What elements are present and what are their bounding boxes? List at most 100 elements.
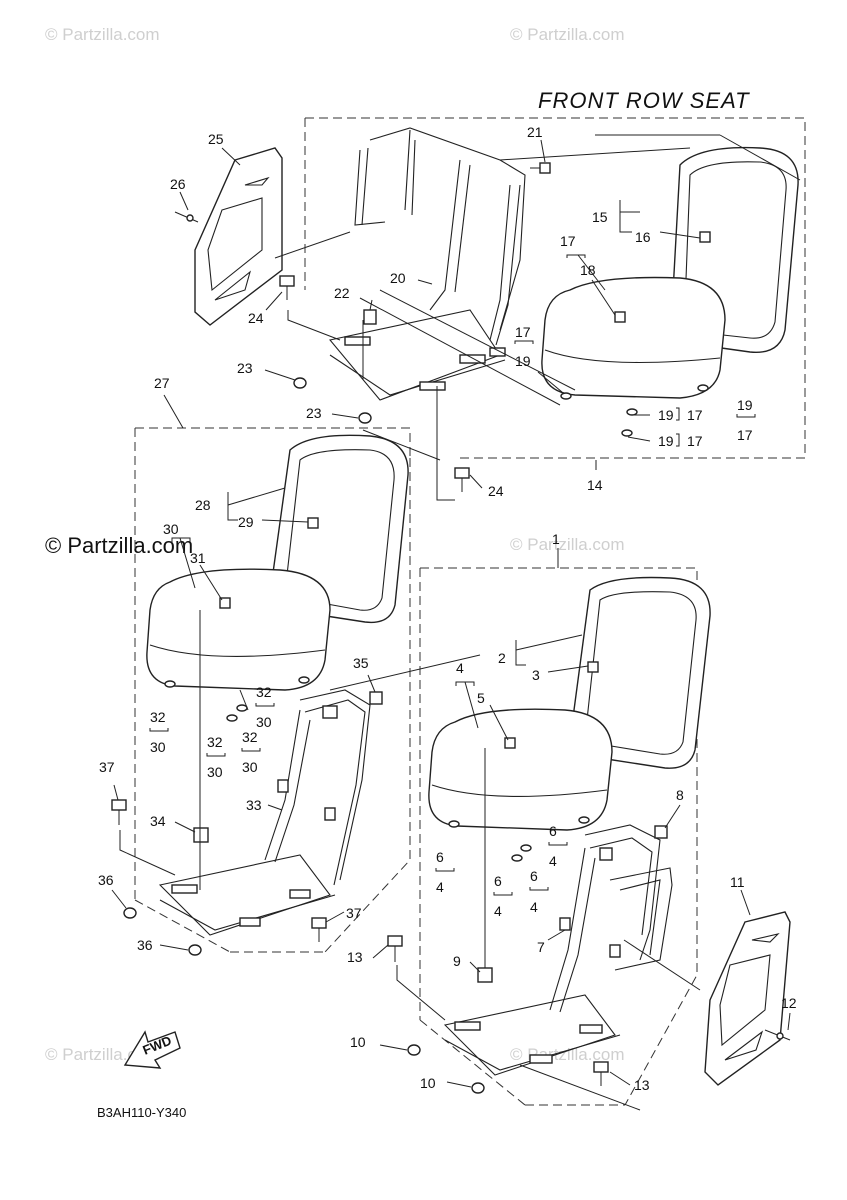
callout-29: 29 — [238, 514, 254, 530]
callout-17-b: 17 — [515, 324, 531, 340]
bolt-part-24-upper — [279, 275, 295, 300]
callout-11: 11 — [730, 874, 745, 890]
callout-23-a: 23 — [237, 360, 253, 376]
callout-4-a: 4 — [549, 853, 557, 869]
callout-24-upper: 24 — [248, 310, 264, 326]
seat-frame-top — [328, 127, 526, 401]
group-box-1 — [419, 567, 698, 1106]
bolt-part-37-upper — [111, 799, 127, 825]
callout-9: 9 — [453, 953, 461, 969]
callout-27: 27 — [154, 375, 170, 391]
callout-19-a: 19 — [515, 353, 531, 369]
nut-part-9 — [477, 967, 493, 983]
group-box-14 — [304, 117, 806, 459]
watermark: © Partzilla.com — [510, 25, 625, 44]
callout-28: 28 — [195, 497, 211, 513]
side-panel-right — [704, 911, 791, 1086]
bolt-part-37-lower — [311, 917, 327, 942]
cap-part-23-a — [293, 377, 307, 389]
callout-25: 25 — [208, 131, 224, 147]
cap-part-36-a — [123, 907, 137, 919]
callout-18: 18 — [580, 262, 596, 278]
callout-32-b: 32 — [150, 709, 166, 725]
bracket — [493, 892, 513, 896]
callout-15: 15 — [592, 209, 608, 225]
callout-24-lower: 24 — [488, 483, 504, 499]
bolt-part-8 — [654, 825, 668, 839]
callout-35: 35 — [353, 655, 369, 671]
callout-14: 14 — [587, 477, 603, 493]
bolt-part-13-upper — [387, 935, 403, 962]
callout-13-lower: 13 — [634, 1077, 650, 1093]
callout-23-b: 23 — [306, 405, 322, 421]
callout-4-c: 4 — [494, 903, 502, 919]
callout-5: 5 — [477, 690, 485, 706]
watermark-main: © Partzilla.com — [45, 533, 193, 558]
callout-32-a: 32 — [256, 684, 272, 700]
callout-17-d: 17 — [687, 433, 703, 449]
nut-part-22 — [363, 309, 377, 325]
callout-4-d: 4 — [530, 899, 538, 915]
callout-2: 2 — [498, 650, 506, 666]
callout-20: 20 — [390, 270, 406, 286]
seat-frame-left — [158, 689, 371, 936]
nut-part-34 — [193, 827, 209, 843]
bracket — [676, 407, 680, 421]
seat-cushion-right — [428, 708, 613, 831]
callout-19-c: 19 — [658, 433, 674, 449]
callout-16: 16 — [635, 229, 651, 245]
bolt-part-13-lower — [593, 1061, 609, 1086]
callout-31: 31 — [190, 550, 206, 566]
seat-cushion-top — [541, 276, 726, 399]
fwd-arrow-icon: FWD — [123, 1030, 181, 1069]
diagram-title: FRONT ROW SEAT — [538, 88, 750, 113]
callout-32-c: 32 — [207, 734, 223, 750]
callout-13-upper: 13 — [347, 949, 363, 965]
seat-cushion-left — [146, 568, 331, 691]
watermark: © Partzilla.com — [510, 535, 625, 554]
callout-3: 3 — [532, 667, 540, 683]
bracket — [736, 414, 756, 418]
bracket — [435, 868, 455, 872]
leader-lines-top — [179, 134, 801, 501]
bracket — [241, 748, 261, 752]
watermark: © Partzilla.com — [45, 25, 160, 44]
callout-34: 34 — [150, 813, 166, 829]
callout-36-b: 36 — [137, 937, 153, 953]
pin-part-26 — [174, 211, 199, 223]
callout-6-b: 6 — [436, 849, 444, 865]
cap-part-10-a — [407, 1044, 421, 1056]
diagram-code: B3AH110-Y340 — [97, 1105, 186, 1120]
callout-21: 21 — [527, 124, 543, 140]
callout-36-a: 36 — [98, 872, 114, 888]
callout-37-lower: 37 — [346, 905, 362, 921]
callout-17-c: 17 — [687, 407, 703, 423]
seat-frame-right — [443, 824, 673, 1076]
callout-10-b: 10 — [420, 1075, 436, 1091]
damper-set-left — [164, 676, 310, 722]
callout-4: 4 — [456, 660, 464, 676]
leader — [627, 436, 651, 442]
callout-12: 12 — [781, 995, 797, 1011]
callout-6-d: 6 — [530, 868, 538, 884]
bolt-part-21 — [530, 162, 551, 174]
callout-22: 22 — [334, 285, 350, 301]
callout-19-b: 19 — [658, 407, 674, 423]
callout-30-c: 30 — [207, 764, 223, 780]
bolt-part-24-lower — [454, 467, 470, 492]
callout-30-d: 30 — [242, 759, 258, 775]
callout-17-main: 17 — [560, 233, 576, 249]
bracket — [676, 433, 680, 447]
callout-10-a: 10 — [350, 1034, 366, 1050]
bracket — [514, 340, 534, 344]
callout-6-c: 6 — [494, 873, 502, 889]
callout-17-e: 17 — [737, 427, 753, 443]
bracket — [206, 753, 226, 757]
pin-part-12 — [764, 1029, 791, 1041]
callout-1: 1 — [552, 531, 560, 547]
callout-30: 30 — [163, 521, 179, 537]
cap-part-36-b — [188, 944, 202, 956]
damper-set-right — [448, 816, 590, 862]
callout-30-a: 30 — [256, 714, 272, 730]
